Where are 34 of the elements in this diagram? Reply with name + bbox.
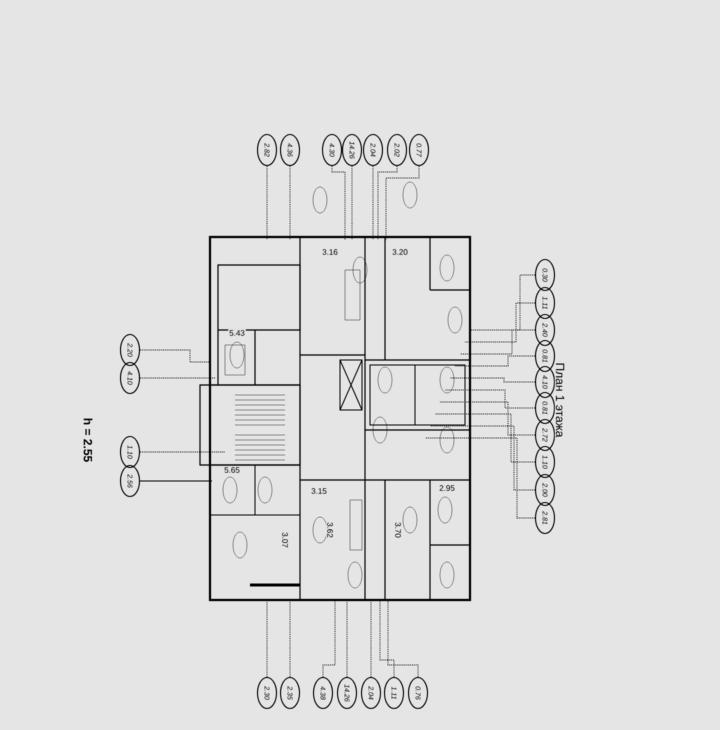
leader-line bbox=[380, 600, 394, 678]
plan-label: 3.62 bbox=[326, 521, 334, 539]
leader-line bbox=[444, 390, 536, 408]
plan-label: 5.65 bbox=[223, 466, 241, 474]
leader-line bbox=[454, 356, 536, 366]
leader-line bbox=[378, 166, 398, 240]
leader-line bbox=[266, 166, 268, 240]
plan-label: 5.43 bbox=[228, 329, 246, 337]
leader-line bbox=[460, 330, 536, 354]
leader-line bbox=[140, 350, 210, 362]
plan-label: 3.15 bbox=[310, 487, 328, 495]
leader-line bbox=[424, 438, 536, 518]
leader-line bbox=[370, 600, 372, 678]
leader-line bbox=[450, 378, 536, 382]
leader-line bbox=[332, 166, 346, 240]
leader-line bbox=[464, 302, 536, 342]
leader-line bbox=[140, 480, 212, 482]
leader-line bbox=[434, 414, 536, 462]
leader-line bbox=[322, 600, 336, 678]
plan-label: 3.16 bbox=[321, 248, 339, 256]
plan-label: 3.07 bbox=[281, 531, 289, 549]
leader-line bbox=[266, 600, 268, 678]
plan-label: 3.20 bbox=[391, 248, 409, 256]
plan-label: 2.95 bbox=[438, 484, 456, 492]
leader-line bbox=[386, 166, 420, 240]
leader-line bbox=[372, 166, 374, 240]
leader-line bbox=[470, 274, 536, 330]
leader-line bbox=[346, 600, 348, 678]
plan-label: 3.70 bbox=[394, 521, 402, 539]
leader-line bbox=[440, 402, 536, 436]
leader-line bbox=[388, 600, 418, 678]
plan-label: План 1 этажа bbox=[554, 362, 566, 438]
leader-line bbox=[430, 426, 536, 490]
plan-label: h = 2.55 bbox=[82, 416, 94, 464]
